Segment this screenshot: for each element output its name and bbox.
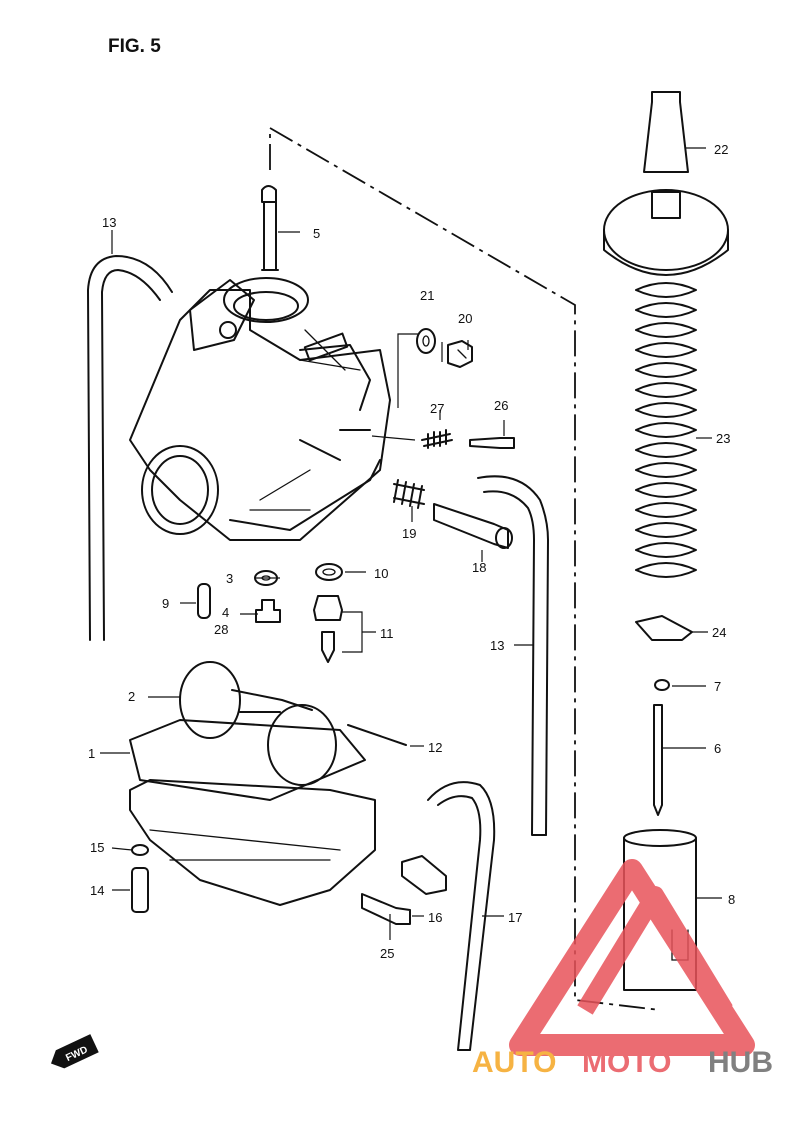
part-24-clip	[635, 615, 693, 641]
callout-9: 9	[162, 596, 169, 611]
callout-16: 16	[428, 910, 442, 925]
part-13-hose-right	[477, 475, 549, 836]
automotohub-watermark: AUTO MOTO HUB	[472, 859, 773, 1079]
part-19-spring	[393, 479, 425, 509]
callout-14: 14	[90, 883, 104, 898]
part-20-screw	[447, 340, 473, 368]
callout-6: 6	[714, 741, 721, 756]
leader-line	[397, 333, 418, 408]
callout-15: 15	[90, 840, 104, 855]
part-6-jet-needle	[653, 704, 663, 816]
callout-numbers: 1 2 3 4 5 6 7 8 9 10 11 12 13 13 14 15 1…	[88, 142, 735, 961]
callout-17: 17	[508, 910, 522, 925]
watermark-moto: MOTO	[582, 1046, 671, 1079]
callout-8: 8	[728, 892, 735, 907]
leader-line	[371, 435, 416, 441]
callout-18: 18	[472, 560, 486, 575]
callout-1: 1	[88, 746, 95, 761]
part-18-air-screw	[433, 503, 513, 549]
part-23-spring	[635, 282, 697, 578]
part-11-needle-valve	[313, 595, 343, 663]
float-bowl	[129, 779, 376, 906]
fwd-arrow-icon: FWD	[50, 1034, 99, 1069]
callout-3: 3	[226, 571, 233, 586]
part-17-hose	[427, 781, 496, 1051]
callout-7: 7	[714, 679, 721, 694]
callout-28: 28	[214, 622, 228, 637]
callout-24: 24	[712, 625, 726, 640]
part-21-washer	[416, 328, 436, 354]
part-1-gasket	[129, 719, 366, 801]
part-22-cap	[643, 91, 689, 173]
part-27-spring	[421, 429, 453, 449]
callout-21: 21	[420, 288, 434, 303]
part-5-screw	[261, 185, 279, 271]
callout-20: 20	[458, 311, 472, 326]
callout-10: 10	[374, 566, 388, 581]
callout-13-right: 13	[490, 638, 504, 653]
part-7-clip	[654, 679, 670, 691]
part-9-pin	[197, 583, 211, 619]
part-4-28-jet	[255, 599, 281, 623]
part-12-pin	[347, 724, 407, 746]
alignment-line	[269, 126, 661, 1011]
callout-4: 4	[222, 605, 229, 620]
watermark-hub: HUB	[708, 1046, 773, 1079]
callout-27: 27	[430, 401, 444, 416]
part-15-washer	[131, 844, 149, 856]
callout-13-left: 13	[102, 215, 116, 230]
callout-23: 23	[716, 431, 730, 446]
part-2-float	[179, 661, 337, 786]
part-14-screw	[131, 867, 149, 913]
part-25-drain-screw	[361, 893, 411, 925]
figure-title: FIG. 5	[108, 36, 161, 57]
callout-19: 19	[402, 526, 416, 541]
part-26-screw	[469, 437, 515, 449]
part-13-hose-left	[87, 255, 173, 641]
part-16-plate	[401, 855, 447, 895]
callout-2: 2	[128, 689, 135, 704]
callout-26: 26	[494, 398, 508, 413]
watermark-auto: AUTO	[472, 1046, 556, 1079]
callout-5: 5	[313, 226, 320, 241]
part-22b-top	[603, 189, 729, 276]
carburetor-body	[129, 277, 391, 541]
callout-12: 12	[428, 740, 442, 755]
callout-11: 11	[380, 626, 394, 641]
part-10-washer	[315, 563, 343, 581]
callout-25: 25	[380, 946, 394, 961]
leader-lines	[100, 147, 722, 940]
callout-22: 22	[714, 142, 728, 157]
